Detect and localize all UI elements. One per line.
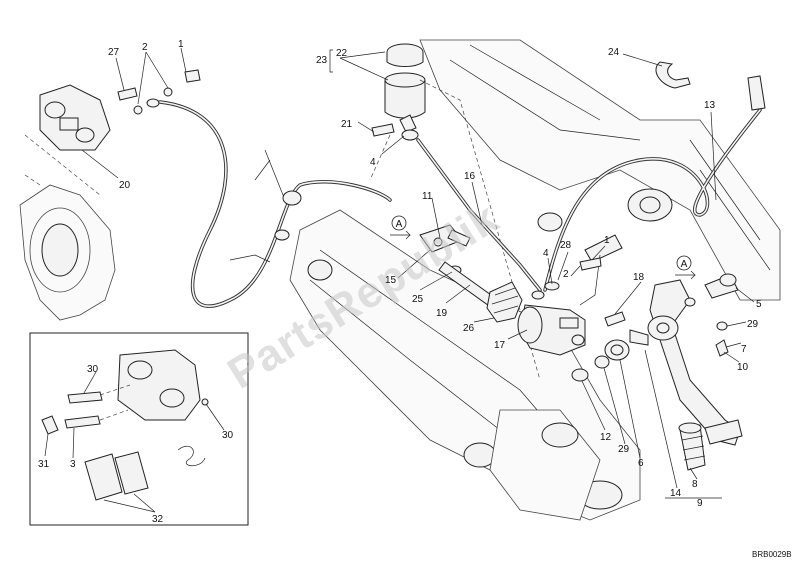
part-label: 31 [38, 459, 50, 470]
part-label: 26 [463, 323, 475, 334]
callout-a-marker-left: A [390, 215, 411, 240]
part-label: 4 [370, 157, 376, 168]
part-label: 29 [618, 444, 630, 455]
part-label: 23 [316, 55, 328, 66]
part-label: 22 [336, 48, 348, 59]
part-label: 24 [608, 47, 620, 58]
callout-a-marker-right: A [675, 255, 696, 280]
part-label: 27 [108, 47, 120, 58]
part-label: 4 [543, 248, 549, 259]
part-label: 7 [741, 344, 747, 355]
leader-lines [44, 47, 755, 513]
callout-a-label: A [681, 259, 688, 270]
part-label: 18 [633, 272, 645, 283]
brake-pedal-assembly [571, 273, 743, 471]
part-label: 12 [600, 432, 612, 443]
part-label: 20 [119, 180, 131, 191]
part-label: 1 [178, 39, 184, 50]
part-label: 28 [560, 240, 572, 251]
part-label: 15 [385, 275, 397, 286]
part-label: 9 [697, 498, 703, 509]
part-label: 5 [756, 299, 762, 310]
inset-detail-box [29, 332, 249, 526]
part-label: 13 [704, 100, 716, 111]
part-label: 2 [563, 269, 569, 280]
part-label: 10 [737, 362, 749, 373]
part-label: 14 [670, 488, 682, 499]
group-bracket [329, 49, 333, 73]
part-label: 19 [436, 308, 448, 319]
callout-a-label: A [396, 219, 403, 230]
part-label: 3 [70, 459, 76, 470]
part-label: 30 [87, 364, 99, 375]
part-label: 25 [412, 294, 424, 305]
part-label: 16 [464, 171, 476, 182]
diagram-code: BRB0029B [752, 550, 792, 559]
part-label: 11 [422, 191, 433, 202]
part-label: 30 [222, 430, 234, 441]
part-label: 32 [152, 514, 164, 525]
part-labels: 27 2 1 20 23 22 21 4 24 13 11 16 15 25 1… [38, 39, 762, 525]
master-cylinder-assembly [419, 224, 626, 356]
part-label: 8 [692, 479, 698, 490]
part-label: 2 [142, 42, 148, 53]
fluid-reservoir [369, 43, 542, 381]
part-label: 17 [494, 340, 506, 351]
rear-caliper-assembly [19, 69, 201, 321]
part-label: 29 [747, 319, 759, 330]
brake-switch-cable [543, 61, 766, 306]
rear-brake-hose [158, 100, 392, 308]
part-label: 6 [638, 458, 644, 469]
frame-structure [289, 39, 781, 521]
part-label: 1 [604, 235, 610, 246]
part-label: 21 [341, 119, 353, 130]
